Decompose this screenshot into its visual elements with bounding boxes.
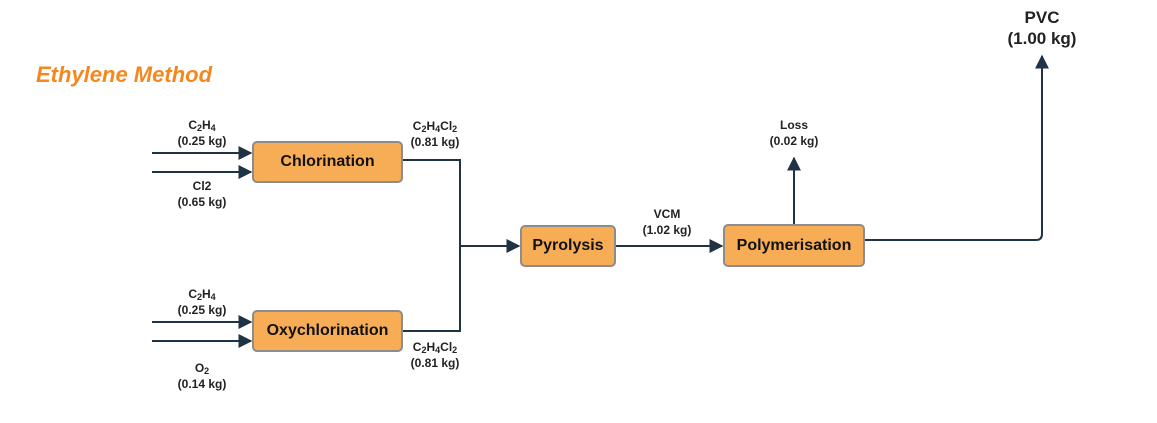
edc-mass-1: (0.81 kg) — [410, 135, 460, 149]
edc-formula: C2H4Cl2 — [412, 119, 458, 134]
loss-label: Loss (0.02 kg) — [758, 117, 830, 149]
pyrolysis-box: Pyrolysis — [520, 225, 616, 267]
c2h4-label-1: C2H4 (0.25 kg) — [162, 117, 242, 149]
pvc-arrow — [865, 54, 1049, 241]
pvc-name: PVC — [1024, 8, 1060, 27]
vcm-label: VCM (1.02 kg) — [627, 206, 707, 238]
cl2-label: Cl2 (0.65 kg) — [162, 178, 242, 210]
pvc-mass: (1.00 kg) — [1007, 29, 1077, 48]
edc-label-1: C2H4Cl2 (0.81 kg) — [395, 118, 475, 150]
cl2-name: Cl2 — [192, 179, 212, 193]
chlorination-output-line — [403, 159, 461, 253]
oxychlorination-output-line — [403, 247, 461, 332]
chlorination-box: Chlorination — [252, 141, 403, 183]
cl2-mass: (0.65 kg) — [177, 195, 227, 209]
oxychlorination-box: Oxychlorination — [252, 310, 403, 352]
c2h4-label-2: C2H4 (0.25 kg) — [162, 286, 242, 318]
c2h4-formula: C2H4 — [188, 287, 216, 302]
c2h4-mass-1: (0.25 kg) — [177, 134, 227, 148]
o2-mass: (0.14 kg) — [177, 377, 227, 391]
vcm-name: VCM — [653, 207, 681, 221]
edc-mass-2: (0.81 kg) — [410, 356, 460, 370]
c2h4-formula: C2H4 — [188, 118, 216, 133]
vcm-mass: (1.02 kg) — [642, 223, 692, 237]
page-title: Ethylene Method — [36, 62, 213, 87]
c2h4-mass-2: (0.25 kg) — [177, 303, 227, 317]
o2-formula: O2 — [194, 361, 210, 376]
loss-mass: (0.02 kg) — [769, 134, 819, 148]
pvc-label: PVC (1.00 kg) — [987, 7, 1097, 49]
edc-formula: C2H4Cl2 — [412, 340, 458, 355]
o2-label: O2 (0.14 kg) — [162, 360, 242, 392]
edc-label-2: C2H4Cl2 (0.81 kg) — [395, 339, 475, 371]
loss-name: Loss — [779, 118, 808, 132]
polymerisation-box: Polymerisation — [723, 224, 865, 267]
